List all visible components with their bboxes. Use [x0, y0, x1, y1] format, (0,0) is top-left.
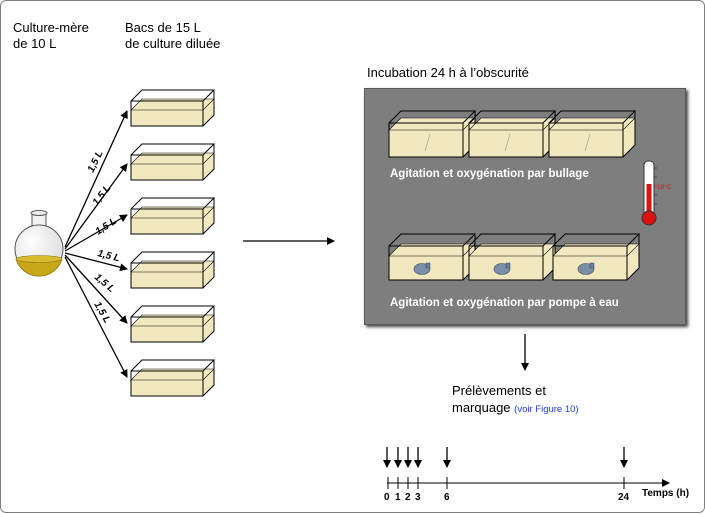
bubbling-tank-3 — [548, 110, 637, 158]
tanks-label: Bacs de 15 L de culture diluée — [125, 20, 221, 51]
tick-label-0: 0 — [384, 492, 390, 503]
sampling-label: Prélèvements et — [452, 383, 546, 398]
tick-label-3: 3 — [415, 492, 421, 503]
left-tank-6 — [130, 359, 216, 397]
timeline — [383, 447, 670, 489]
pump-tank-2 — [468, 233, 557, 281]
arrow-label-5: 1,5 L — [92, 272, 117, 295]
distribution-arrows — [64, 110, 128, 378]
flask-icon — [14, 210, 64, 277]
bubbling-tank-1 — [388, 110, 477, 158]
left-tanks — [130, 89, 216, 397]
see-figure-link[interactable]: (voir Figure 10) — [514, 404, 579, 415]
incubation-tanks — [388, 110, 641, 281]
left-tank-3 — [130, 197, 216, 235]
marking-text: marquage — [452, 400, 511, 415]
bubbling-tank-2 — [468, 110, 557, 158]
arrow-label-3: 1,5 L — [94, 216, 119, 238]
pump-icon — [413, 262, 431, 275]
incubation-label: Incubation 24 h à l’obscurité — [367, 65, 529, 80]
marking-label: marquage (voir Figure 10) — [452, 400, 579, 418]
tick-label-24: 24 — [618, 492, 630, 503]
pump-icon — [577, 262, 595, 275]
sampling-arrows — [383, 447, 628, 468]
left-tank-4 — [130, 251, 216, 289]
pump-label: Agitation et oxygénation par pompe à eau — [390, 297, 619, 309]
left-tank-1 — [130, 89, 216, 127]
thermometer-reading: 18°C — [657, 183, 672, 191]
time-axis-label: Temps (h) — [642, 488, 690, 499]
pump-tank-1 — [388, 233, 477, 281]
arrow-label-1: 1,5 L — [86, 149, 106, 174]
tick-label-1: 1 — [395, 492, 401, 503]
pump-tank-3 — [552, 233, 641, 281]
arrow-label-4: 1,5 L — [96, 248, 121, 264]
tick-label-6: 6 — [444, 492, 450, 503]
mother-culture-label: Culture-mère de 10 L — [13, 20, 89, 51]
bubbling-label: Agitation et oxygénation par bullage — [390, 168, 589, 180]
left-tank-5 — [130, 305, 216, 343]
thermometer-icon: 18°C — [641, 160, 672, 226]
pump-icon — [493, 262, 511, 275]
left-tank-2 — [130, 143, 216, 181]
tick-label-2: 2 — [405, 492, 411, 503]
